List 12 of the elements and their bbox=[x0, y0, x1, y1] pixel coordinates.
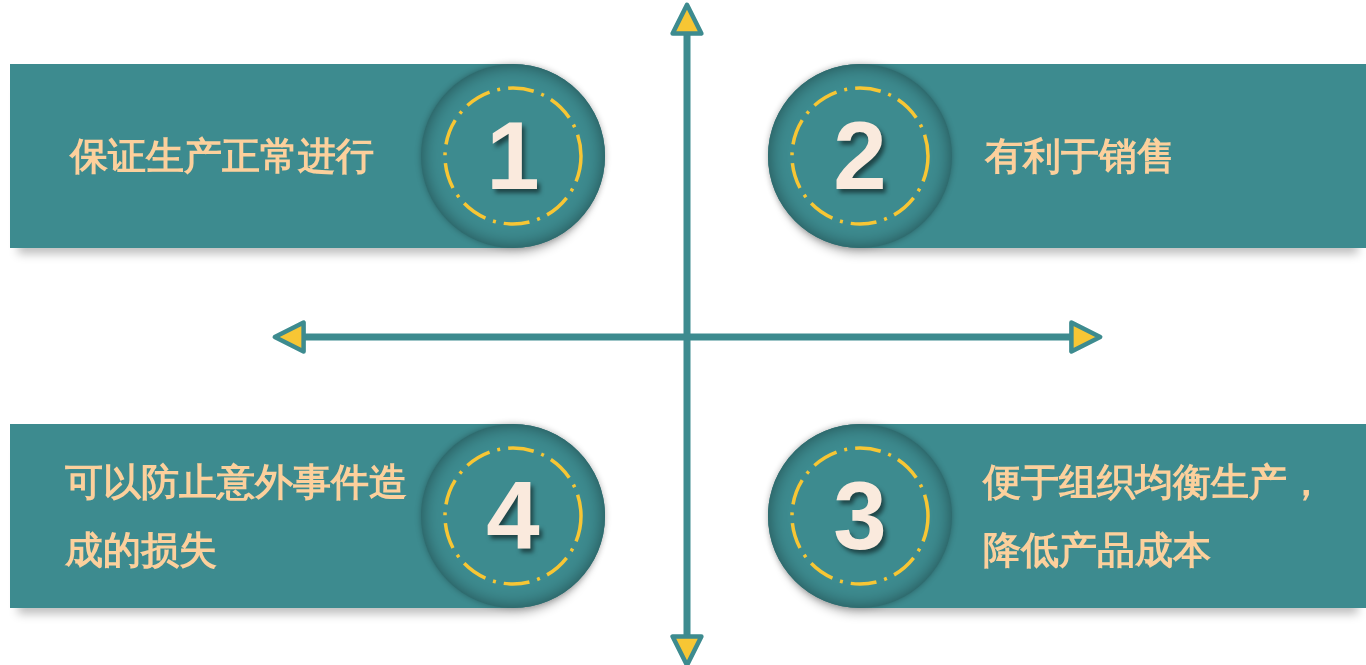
number-label: 2 bbox=[832, 101, 888, 211]
banner-text: 可以防止意外事件造成的损失 bbox=[65, 459, 408, 574]
banner bbox=[768, 64, 1366, 248]
banner bbox=[768, 424, 1366, 608]
number-label: 3 bbox=[832, 461, 888, 571]
banner-text: 保证生产正常进行 bbox=[70, 133, 375, 180]
banner-text: 有利于销售 bbox=[985, 133, 1176, 180]
banner bbox=[10, 64, 605, 248]
banner bbox=[10, 424, 605, 608]
number-label: 1 bbox=[485, 101, 541, 211]
number-label: 4 bbox=[485, 461, 541, 571]
banner-text: 便于组织均衡生产，降低产品成本 bbox=[983, 459, 1326, 574]
